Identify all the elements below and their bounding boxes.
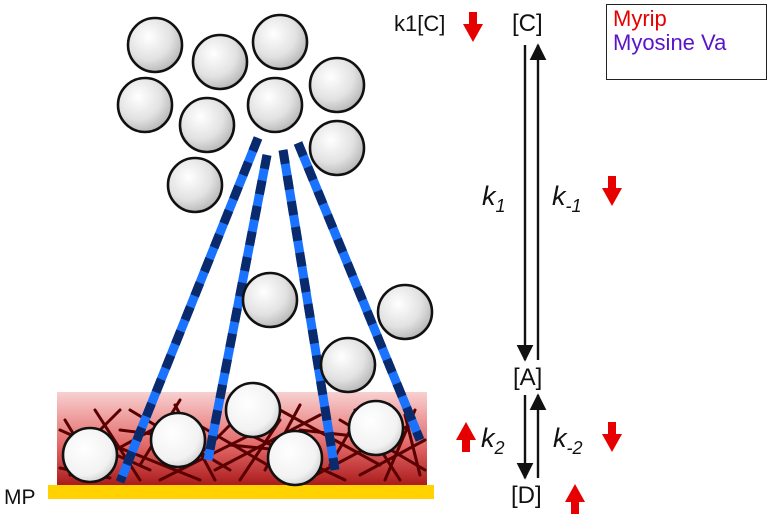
rate-k1-sub: 1 xyxy=(496,196,506,216)
vesicle-group xyxy=(61,13,434,487)
state-d-label: [D] xyxy=(511,482,542,509)
rate-k-minus1-sub: -1 xyxy=(566,196,582,216)
actin-filament xyxy=(238,418,282,482)
vesicle xyxy=(308,119,366,177)
legend: Myrip Myosine Va xyxy=(606,4,767,80)
k-minus1-arrow-icon xyxy=(602,176,622,206)
vesicle xyxy=(191,33,249,91)
vesicle xyxy=(126,16,184,74)
vesicle xyxy=(246,76,304,134)
regulation-indicators xyxy=(456,12,622,514)
legend-myrip: Myrip xyxy=(613,6,667,31)
myosin-tracks xyxy=(115,136,425,484)
vesicle xyxy=(251,13,309,71)
myosin-track-segment xyxy=(115,136,263,484)
vesicle xyxy=(319,336,377,394)
k2-arrow-icon xyxy=(456,422,476,452)
legend-myosin: Myosine Va xyxy=(613,30,727,55)
rate-k2-sub: 2 xyxy=(494,438,505,458)
vesicle xyxy=(166,156,224,214)
myosin-track-segment xyxy=(293,141,425,442)
docked-vesicle xyxy=(347,399,405,457)
rate-k1-base: k xyxy=(482,181,497,211)
rate-k-minus2: k-2 xyxy=(553,423,583,458)
k1c-arrow-icon xyxy=(463,12,483,42)
actin-filament xyxy=(403,413,422,477)
k-minus2-arrow-icon xyxy=(602,422,622,452)
rate-k-minus1: k-1 xyxy=(552,181,582,216)
membrane-label: MP xyxy=(4,486,36,509)
docked-vesicle xyxy=(266,429,324,487)
vesicle xyxy=(178,96,236,154)
rate-k-minus2-base: k xyxy=(553,423,568,453)
vesicle xyxy=(241,271,299,329)
vesicle xyxy=(376,283,434,341)
plasma-membrane xyxy=(48,485,434,499)
state-a-label: [A] xyxy=(513,364,542,391)
docked-vesicle xyxy=(224,381,282,439)
rate-k-minus1-base: k xyxy=(552,181,567,211)
myosin-track xyxy=(203,154,272,461)
docked-vesicle xyxy=(61,426,119,484)
myosin-track-segment xyxy=(278,149,340,471)
docked-vesicle xyxy=(149,411,207,469)
vesicle xyxy=(308,56,366,114)
rate-k2-base: k xyxy=(481,423,496,453)
state-c-label: [C] xyxy=(512,10,543,37)
d-arrow-icon xyxy=(565,484,585,514)
k1c-label: k1[C] xyxy=(394,11,445,36)
actin-filament xyxy=(93,408,142,482)
vesicle xyxy=(116,76,174,134)
rate-k1: k1 xyxy=(482,181,506,216)
rate-k2: k2 xyxy=(481,423,505,458)
rate-k-minus2-sub: -2 xyxy=(567,438,583,458)
